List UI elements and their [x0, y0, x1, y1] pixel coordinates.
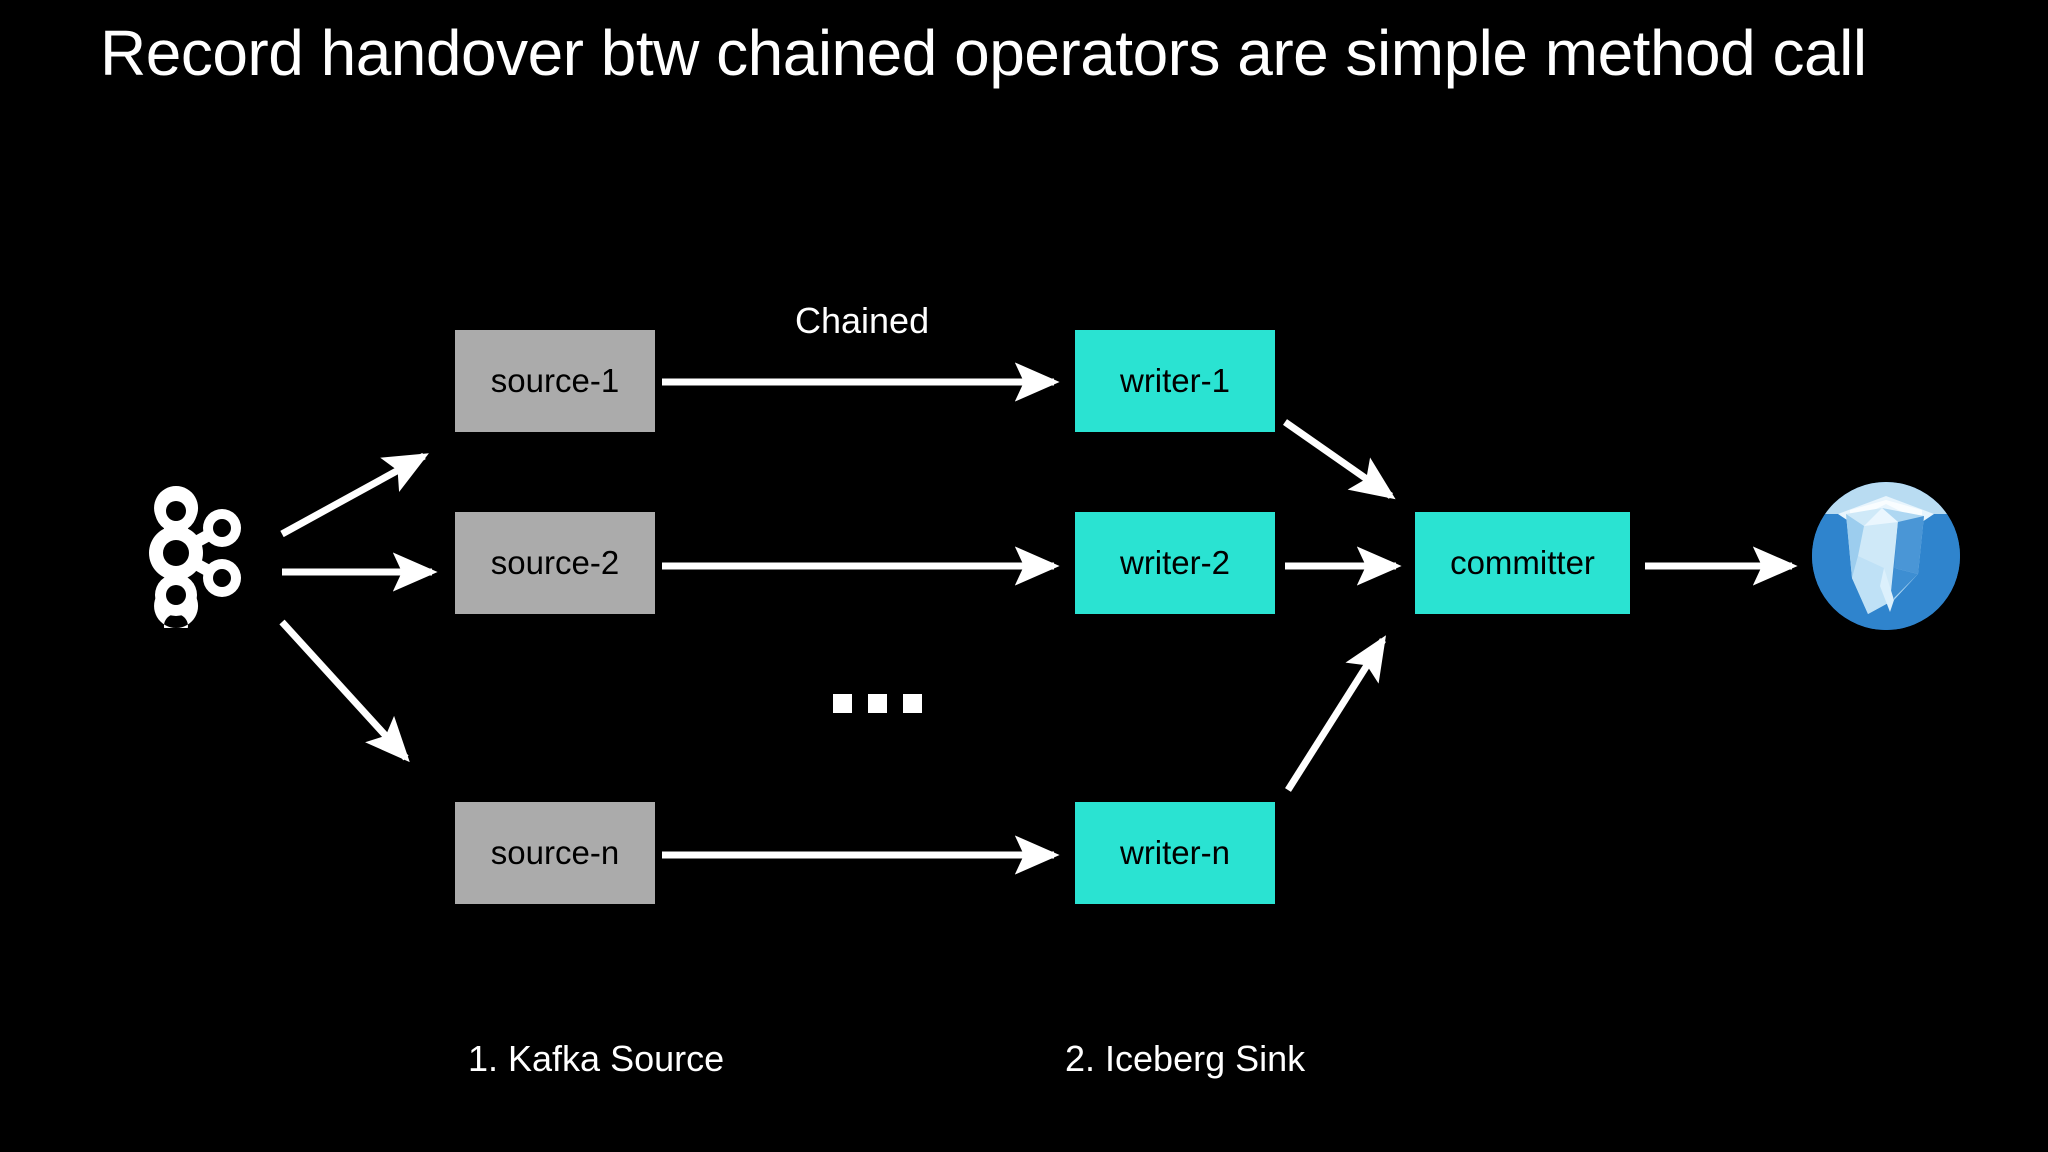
ellipsis-dot	[868, 694, 887, 713]
chained-label: Chained	[795, 300, 930, 341]
node-writer-2[interactable]: writer-2	[1075, 512, 1275, 614]
node-source-1[interactable]: source-1	[455, 330, 655, 432]
node-source-2[interactable]: source-2	[455, 512, 655, 614]
node-committer[interactable]: committer	[1415, 512, 1630, 614]
node-label: committer	[1450, 544, 1595, 581]
node-label: source-n	[490, 834, 620, 871]
step-label-iceberg-sink: 2. Iceberg Sink	[1065, 1038, 1306, 1079]
node-label: writer-n	[1119, 834, 1230, 871]
node-label: source-1	[490, 362, 620, 399]
page-title: Record handover btw chained operators ar…	[100, 17, 1867, 89]
node-label: source-2	[490, 544, 620, 581]
ellipsis-indicator	[833, 694, 922, 713]
arrow-kafka-to-source-1	[280, 452, 429, 538]
ellipsis-dot	[833, 694, 852, 713]
step-label-kafka-source: 1. Kafka Source	[468, 1038, 725, 1079]
apache-kafka-logo	[149, 486, 241, 628]
node-label: writer-2	[1119, 544, 1230, 581]
node-label: writer-1	[1119, 362, 1230, 399]
apache-iceberg-logo	[1812, 482, 1960, 630]
arrow-kafka-to-source-n	[279, 619, 410, 763]
node-writer-n[interactable]: writer-n	[1075, 802, 1275, 904]
arrow-writer-1-to-committer	[1282, 419, 1396, 500]
node-source-n[interactable]: source-n	[455, 802, 655, 904]
arrow-writer-n-to-committer	[1285, 635, 1386, 792]
node-writer-1[interactable]: writer-1	[1075, 330, 1275, 432]
ellipsis-dot	[903, 694, 922, 713]
